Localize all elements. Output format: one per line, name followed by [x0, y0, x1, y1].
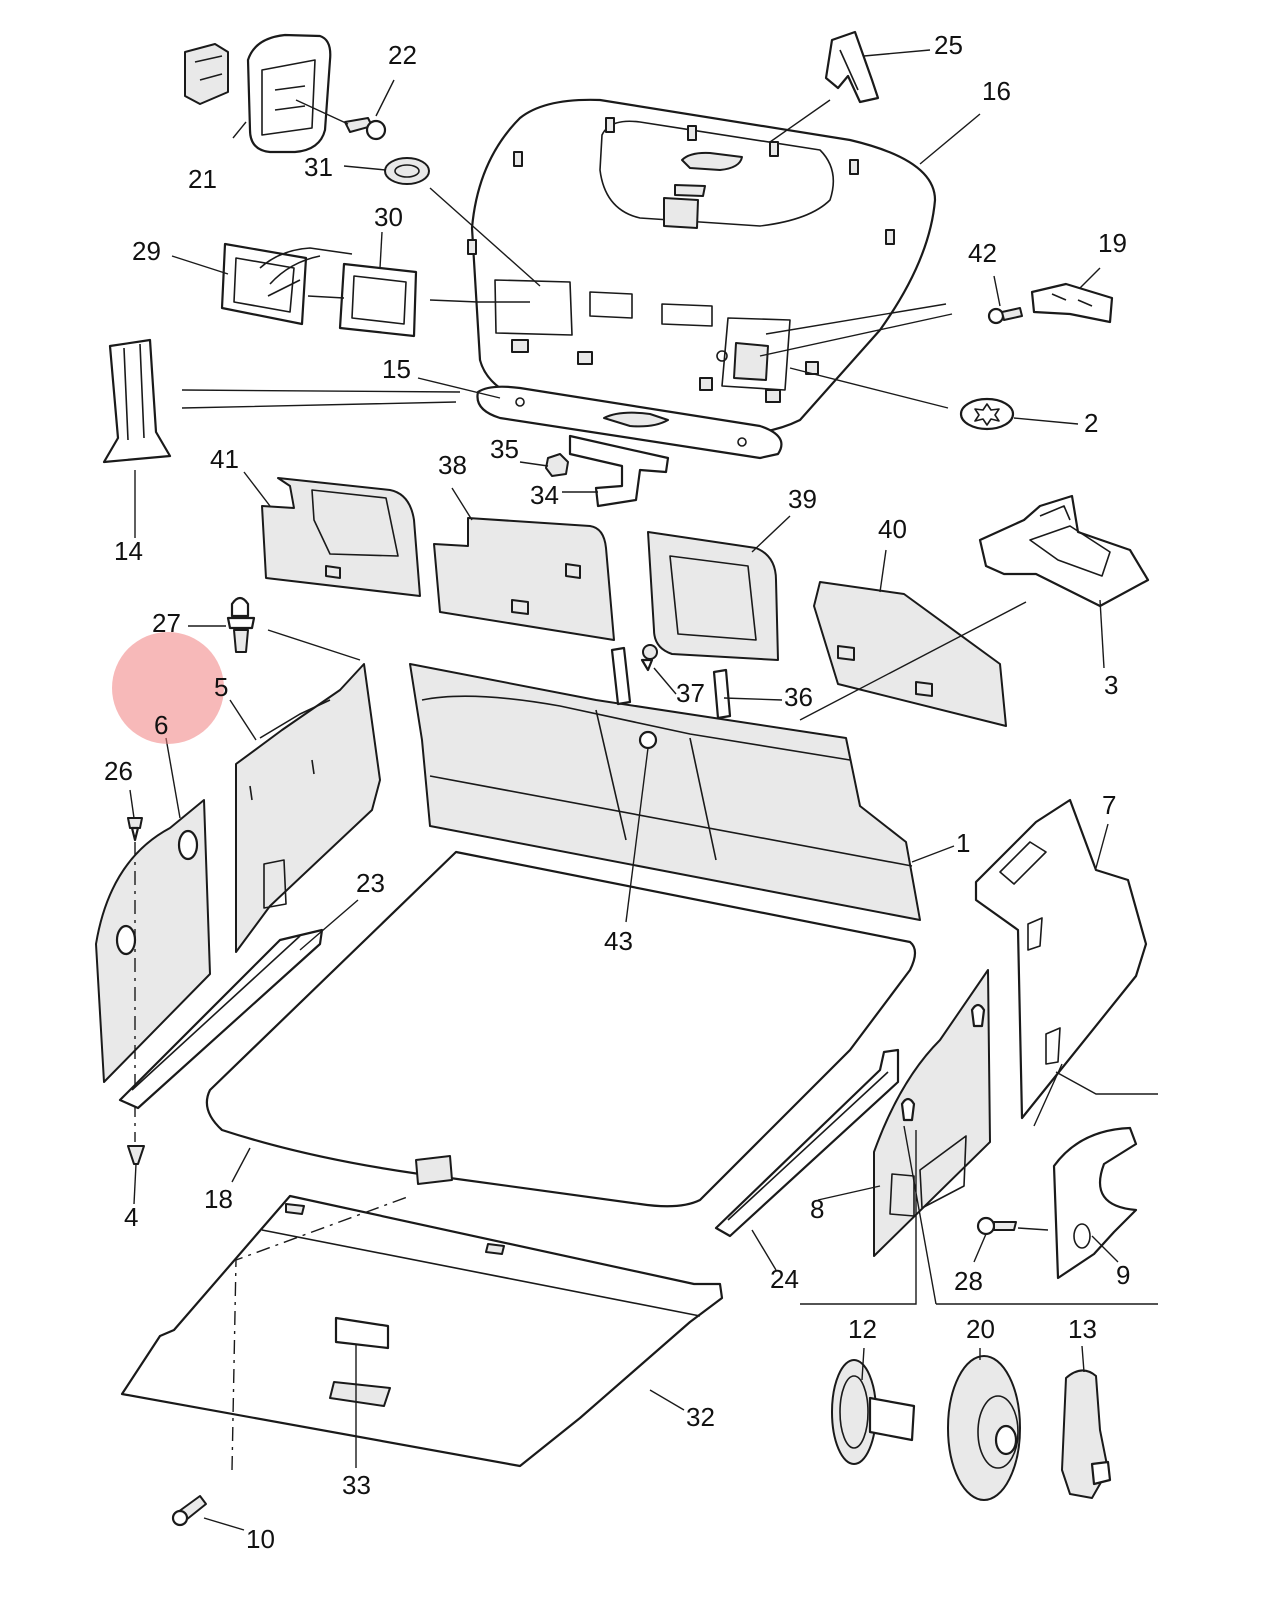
callout-36: 36 — [784, 682, 813, 712]
part-24-sill-strip — [714, 1048, 900, 1238]
part-14-strap — [102, 338, 172, 464]
part-10-screw — [171, 1495, 207, 1527]
callout-5: 5 — [214, 672, 228, 702]
leader-lines — [129, 49, 1158, 1531]
callout-19: 19 — [1098, 228, 1127, 258]
callout-35: 35 — [490, 434, 519, 464]
part-3-bracket — [978, 494, 1150, 608]
callout-3: 3 — [1104, 670, 1118, 700]
part-16-tailgate-upper-trim — [467, 98, 937, 436]
callout-13: 13 — [1068, 1314, 1097, 1344]
part-37-screw — [640, 644, 658, 672]
part-34-bracket — [568, 434, 670, 508]
part-15-trim-strip — [476, 385, 783, 460]
part-39-frame — [647, 531, 779, 661]
callout-20: 20 — [966, 1314, 995, 1344]
callout-25: 25 — [934, 30, 963, 60]
callout-8: 8 — [810, 1194, 824, 1224]
callout-38: 38 — [438, 450, 467, 480]
callout-23: 23 — [356, 868, 385, 898]
callout-26: 26 — [104, 756, 133, 786]
highlight-marker — [112, 632, 224, 744]
callout-14: 14 — [114, 536, 143, 566]
callout-10: 10 — [246, 1524, 275, 1554]
callout-32: 32 — [686, 1402, 715, 1432]
callout-7: 7 — [1102, 790, 1116, 820]
part-21-handle-bracket — [184, 33, 332, 154]
part-36-strip — [610, 646, 732, 720]
callout-labels: 22 25 16 31 21 30 19 29 42 15 2 35 41 38… — [104, 30, 1130, 1554]
part-22-screw — [344, 117, 387, 141]
part-42-screw — [987, 307, 1023, 325]
part-28-screw — [976, 1216, 1017, 1236]
callout-39: 39 — [788, 484, 817, 514]
part-4-clip — [127, 1145, 145, 1165]
part-29-electrical-module — [220, 242, 353, 326]
part-9-cover — [1052, 1126, 1138, 1280]
callout-34: 34 — [530, 480, 559, 510]
part-27-push-pin — [226, 596, 256, 653]
callout-24: 24 — [770, 1264, 799, 1294]
callout-16: 16 — [982, 76, 1011, 106]
part-2-star-washer — [959, 397, 1015, 431]
callout-1: 1 — [956, 828, 970, 858]
part-25-clip — [824, 30, 880, 104]
callout-22: 22 — [388, 40, 417, 70]
callout-15: 15 — [382, 354, 411, 384]
callout-30: 30 — [374, 202, 403, 232]
callout-40: 40 — [878, 514, 907, 544]
part-35-nut — [545, 453, 569, 477]
part-1-cargo-panel — [409, 663, 921, 921]
callout-43: 43 — [604, 926, 633, 956]
callout-27: 27 — [152, 608, 181, 638]
callout-9: 9 — [1116, 1260, 1130, 1290]
callout-4: 4 — [124, 1202, 138, 1232]
part-18-floor-mat — [205, 850, 917, 1208]
callout-6: 6 — [154, 710, 168, 740]
part-19-bracket — [1030, 282, 1114, 324]
callout-18: 18 — [204, 1184, 233, 1214]
part-20-plug — [947, 1355, 1021, 1501]
part-40-panel — [813, 581, 1007, 727]
part-32-cargo-floor — [120, 1194, 724, 1468]
callout-29: 29 — [132, 236, 161, 266]
part-7-side-panel — [974, 798, 1148, 1120]
callout-33: 33 — [342, 1470, 371, 1500]
callout-12: 12 — [848, 1314, 877, 1344]
part-30-frame — [338, 262, 418, 338]
callout-21: 21 — [188, 164, 217, 194]
callout-42: 42 — [968, 238, 997, 268]
part-31-grommet — [384, 157, 430, 185]
part-13-clip — [1061, 1369, 1112, 1499]
callout-37: 37 — [676, 678, 705, 708]
part-38-panel — [433, 517, 615, 641]
part-5-side-panel — [235, 663, 381, 953]
callout-2: 2 — [1084, 408, 1098, 438]
callout-31: 31 — [304, 152, 333, 182]
part-26-screw — [127, 817, 143, 842]
callout-28: 28 — [954, 1266, 983, 1296]
part-12-fastener — [831, 1359, 916, 1465]
part-6-panel — [95, 799, 211, 1083]
part-23-sill-strip — [118, 928, 324, 1110]
callout-41: 41 — [210, 444, 239, 474]
part-8-panel — [873, 969, 991, 1257]
part-41-panel — [261, 477, 421, 597]
